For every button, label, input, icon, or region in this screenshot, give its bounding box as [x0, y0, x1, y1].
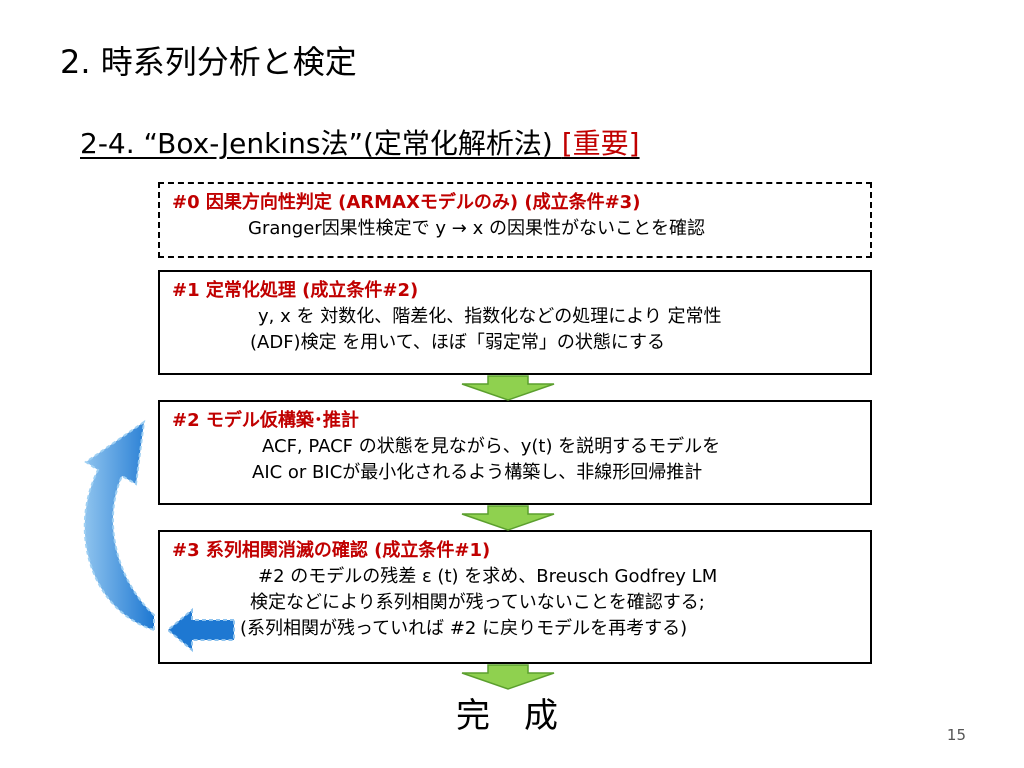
step-2-line-1: ACF, PACF の状態を見ながら、y(t) を説明するモデルを: [262, 436, 721, 457]
completion-label: 完 成: [456, 696, 558, 736]
step-3-box: #3 系列相関消滅の確認 (成立条件#1) #2 のモデルの残差 ε (t) を…: [158, 530, 872, 664]
step-1-line-2: (ADF)検定 を用いて、ほぼ「弱定常」の状態にする: [250, 332, 666, 353]
step-2-box: #2 モデル仮構築･推計 ACF, PACF の状態を見ながら、y(t) を説明…: [158, 400, 872, 505]
step-1-line-1: y, x を 対数化、階差化、指数化などの処理により 定常性: [258, 306, 722, 327]
step-0-line-1: Granger因果性検定で y → x の因果性がないことを確認: [248, 218, 705, 239]
subtitle-main: 2-4. “Box-Jenkins法”(定常化解析法): [80, 127, 562, 160]
slide-title: 2. 時系列分析と検定: [60, 43, 357, 81]
step-3-heading: #3 系列相関消滅の確認 (成立条件#1): [172, 540, 491, 561]
step-1-box: #1 定常化処理 (成立条件#2) y, x を 対数化、階差化、指数化などの処…: [158, 270, 872, 375]
step-0-heading: #0 因果方向性判定 (ARMAXモデルのみ) (成立条件#3): [172, 192, 641, 213]
step-0-box: #0 因果方向性判定 (ARMAXモデルのみ) (成立条件#3) Granger…: [158, 182, 872, 258]
step-3-line-3: (系列相関が残っていれば #2 に戻りモデルを再考する): [240, 618, 688, 639]
step-3-line-1: #2 のモデルの残差 ε (t) を求め、Breusch Godfrey LM: [258, 566, 718, 587]
step-3-line-2: 検定などにより系列相関が残っていないことを確認する;: [250, 592, 705, 613]
important-tag: [重要]: [561, 127, 640, 160]
section-subtitle: 2-4. “Box-Jenkins法”(定常化解析法) [重要]: [80, 124, 640, 164]
green-down-arrow-icon: [461, 505, 555, 531]
step-2-heading: #2 モデル仮構築･推計: [172, 410, 359, 431]
step-1-heading: #1 定常化処理 (成立条件#2): [172, 280, 419, 301]
step-2-line-2: AIC or BICが最小化されるよう構築し、非線形回帰推計: [252, 462, 703, 483]
page-number: 15: [946, 726, 966, 744]
green-down-arrow-icon: [461, 375, 555, 401]
green-down-arrow-icon: [461, 664, 555, 690]
blue-curved-loop-arrow-icon: [83, 419, 155, 632]
blue-dashed-left-arrow-icon: [166, 607, 235, 653]
